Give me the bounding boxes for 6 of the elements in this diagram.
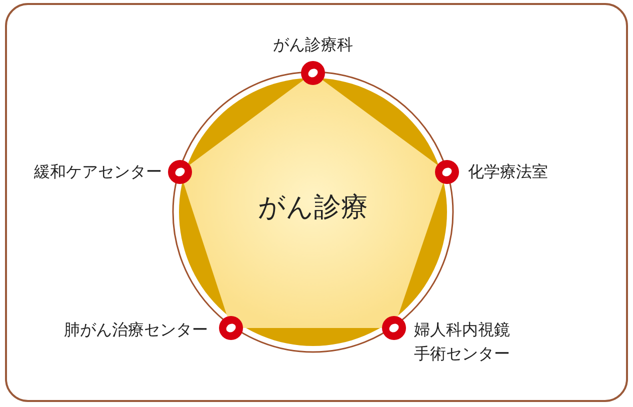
department-label: 婦人科内視鏡手術センター <box>414 319 511 365</box>
department-label: 化学療法室 <box>468 161 548 183</box>
department-label: 肺がん治療センター <box>64 319 208 341</box>
department-label: がん診療科 <box>273 34 353 56</box>
center-label: がん診療 <box>257 191 369 225</box>
department-label: 緩和ケアセンター <box>34 161 162 183</box>
